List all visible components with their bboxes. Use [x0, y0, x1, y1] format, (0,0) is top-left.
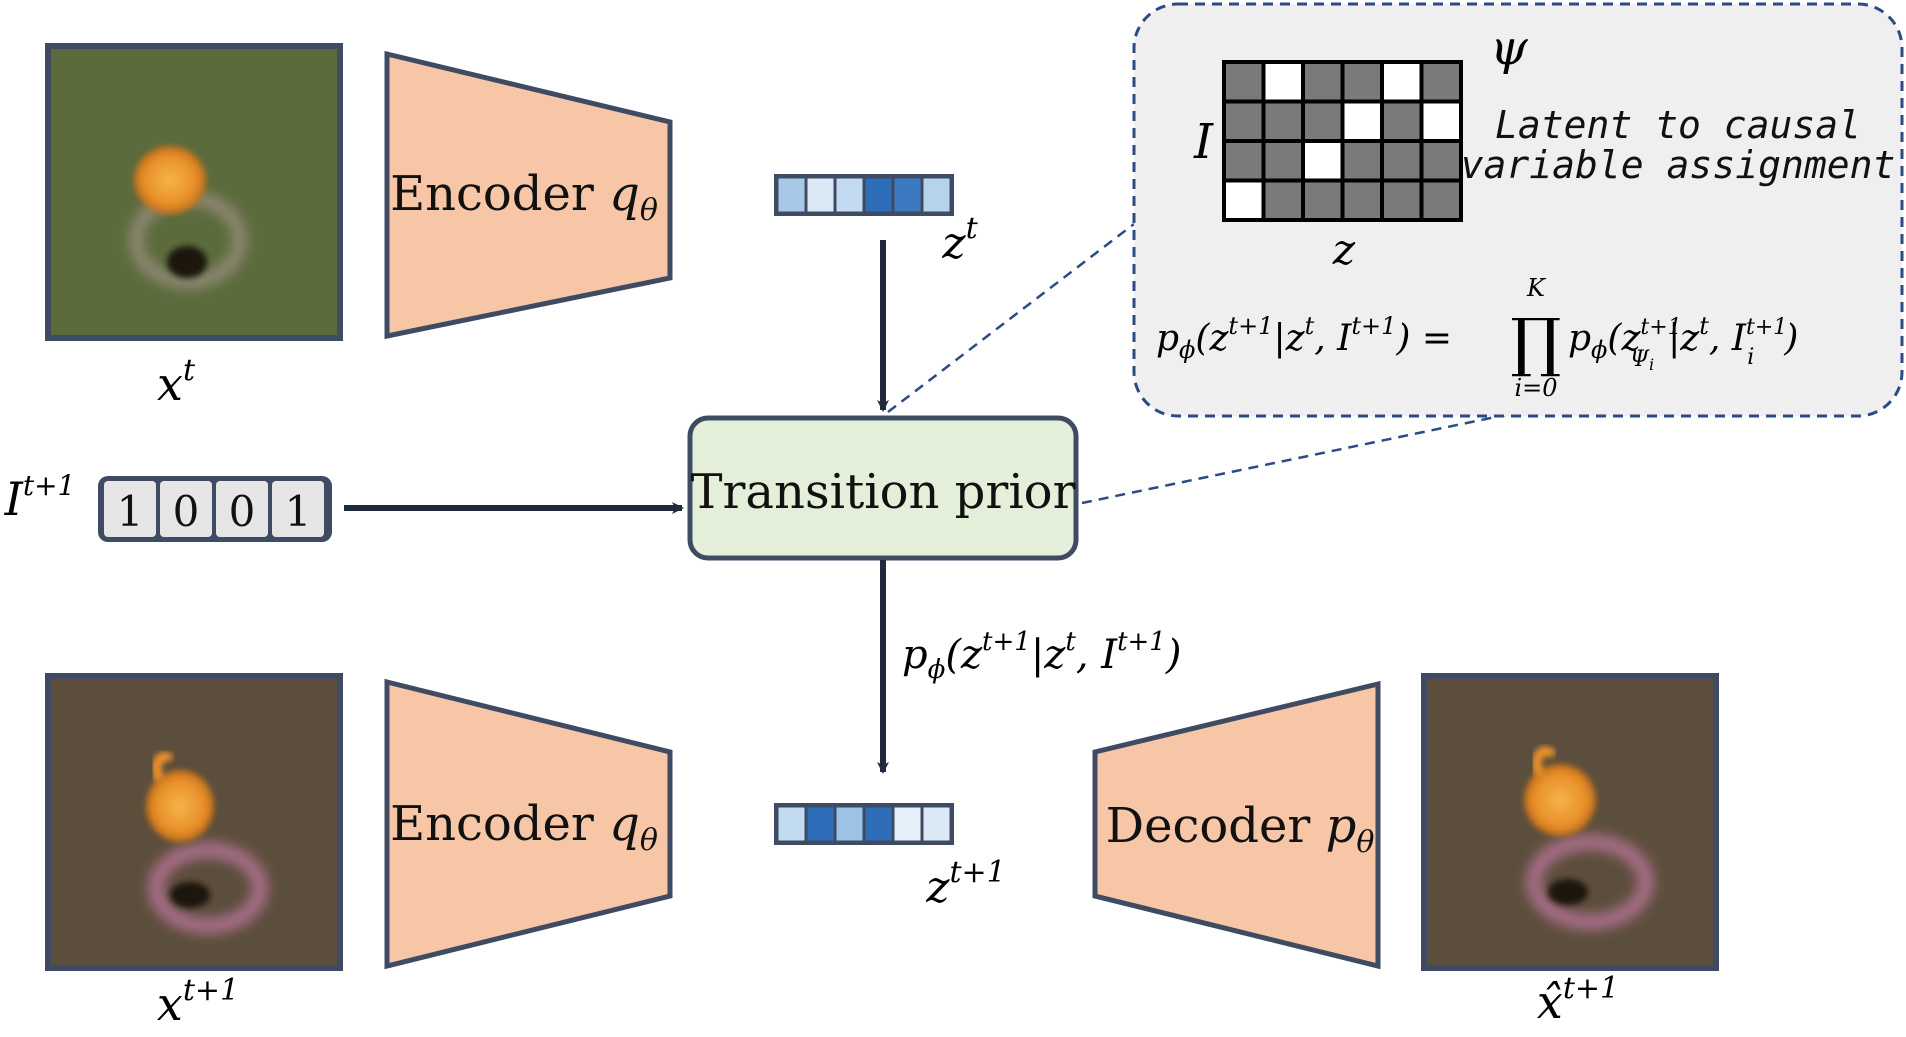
intervention-cell [272, 481, 324, 537]
label-z-t1: zt+1 [925, 855, 1005, 913]
product-symbol: ∏ [1511, 306, 1562, 380]
grid-cell [1423, 182, 1459, 218]
grid-psi-label: ψ [1490, 20, 1529, 76]
image-xhat-t1 [1421, 673, 1719, 971]
transition-prior-label: Transition prior [690, 464, 1075, 520]
intervention-value: 1 [285, 487, 312, 536]
label-xhat-t1: x̂t+1 [1537, 971, 1619, 1029]
z-t1-cell [778, 807, 805, 841]
image-x-t [45, 43, 343, 341]
z-t-cell [807, 178, 834, 212]
prior-expression: pϕ(zt+1|zt, It+1) [902, 627, 1181, 685]
intervention-cell [216, 481, 268, 537]
grid-cell [1384, 103, 1420, 139]
grid-cell [1384, 182, 1420, 218]
label-z-t: zt [941, 211, 978, 269]
encoder-top-label: Encoder qθ [390, 166, 658, 228]
grid-cell [1384, 64, 1420, 100]
z-t1-cell [836, 807, 863, 841]
z-t-cell [894, 178, 921, 212]
grid-cell [1226, 143, 1262, 179]
grid-cell [1265, 182, 1301, 218]
grid-cell [1344, 143, 1380, 179]
z-t1-cell [923, 807, 950, 841]
intervention-cell [104, 481, 156, 537]
image-x-t1 [45, 673, 343, 971]
decoder-shape [1092, 680, 1381, 970]
grid-cell [1226, 64, 1262, 100]
decoder-label: Decoder pθ [1106, 798, 1375, 860]
grid-cell [1344, 103, 1380, 139]
product-lower-limit: i=0 [1514, 374, 1557, 402]
latent-vector-z-t1 [774, 803, 954, 845]
intervention-value: 0 [229, 487, 256, 536]
z-t1-cell [865, 807, 892, 841]
z-t1-cell [894, 807, 921, 841]
z-t-cell [778, 178, 805, 212]
intervention-value: 0 [173, 487, 200, 536]
label-I-t1: It+1 [4, 469, 76, 526]
encoder-bottom-label: Encoder qθ [390, 796, 658, 858]
grid-row-axis-label: I [1193, 114, 1214, 170]
grid-cell [1305, 103, 1341, 139]
assignment-grid [1222, 60, 1463, 222]
grid-cell [1423, 103, 1459, 139]
grid-cell [1265, 64, 1301, 100]
grid-cell [1384, 143, 1420, 179]
inset-caption-line2: variable assignment [1461, 143, 1896, 187]
label-x-t1: xt+1 [157, 973, 239, 1031]
encoder-bottom-shape [384, 678, 673, 970]
latent-vector-z-t [774, 174, 954, 216]
grid-cell [1344, 182, 1380, 218]
grid-cell [1305, 64, 1341, 100]
transition-prior-box [687, 415, 1079, 561]
grid-cell [1265, 143, 1301, 179]
grid-cell [1226, 103, 1262, 139]
z-t-cell [865, 178, 892, 212]
grid-cell [1265, 103, 1301, 139]
product-upper-limit: K [1526, 274, 1547, 302]
z-t1-cell [807, 807, 834, 841]
inset-connector-top [887, 223, 1135, 413]
grid-cell [1305, 143, 1341, 179]
inset-connector-bottom [1081, 412, 1511, 505]
label-x-t: xt [157, 353, 196, 411]
grid-cell [1423, 143, 1459, 179]
inset-formula-lhs: pϕ(zt+1|zt, It+1) = [1156, 312, 1452, 364]
grid-cell [1344, 64, 1380, 100]
grid-cell [1226, 182, 1262, 218]
inset-caption-line1: Latent to causal [1495, 103, 1861, 147]
grid-cell [1423, 64, 1459, 100]
z-t-cell [923, 178, 950, 212]
grid-col-axis-label: z [1332, 225, 1356, 274]
intervention-value: 1 [117, 487, 144, 536]
grid-cell [1305, 182, 1341, 218]
z-t-cell [836, 178, 863, 212]
encoder-top-shape [384, 50, 673, 340]
intervention-cell [160, 481, 212, 537]
